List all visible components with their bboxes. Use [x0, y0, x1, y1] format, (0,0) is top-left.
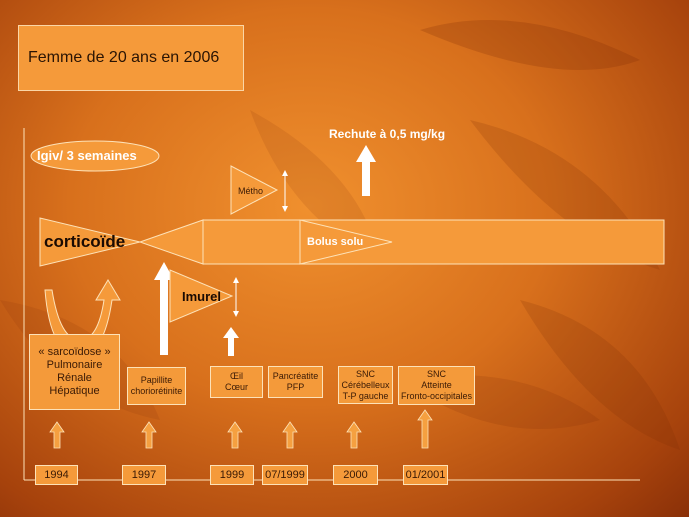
year-2000: 2000 — [333, 465, 378, 485]
event-line: Pulmonaire — [46, 359, 103, 371]
arrow-1997 — [141, 421, 157, 449]
event-line: Pancréatite — [272, 371, 319, 381]
event-line: Fronto-occipitales — [400, 391, 473, 401]
corticoide-start-arrow — [154, 262, 174, 355]
year-1999: 1999 — [210, 465, 254, 485]
event-box-oeil-coeur: Œil Cœur — [210, 366, 263, 398]
event-box-snc-cerebelleux: SNC Cérébelleux T-P gauche — [338, 366, 393, 404]
year-07-1999: 07/1999 — [262, 465, 308, 485]
event-line: choriorétinite — [130, 386, 183, 396]
arrow-2000 — [346, 421, 362, 449]
imurel-triangle — [169, 269, 234, 323]
metho-label: Métho — [238, 186, 264, 196]
igiv-label: Igiv/ 3 semaines — [37, 148, 137, 163]
event-box-pancreatite: Pancréatite PFP — [268, 366, 323, 398]
corticoide-reverse-triangle — [138, 219, 204, 265]
event-line: « sarcoïdose » — [38, 346, 111, 358]
event-line: Rénale — [57, 372, 92, 384]
imurel-label: Imurel — [182, 289, 222, 304]
arrow-1994 — [49, 421, 65, 449]
title-text: Femme de 20 ans en 2006 — [28, 49, 220, 66]
rechute-arrow — [356, 145, 376, 196]
event-line: T-P gauche — [342, 390, 389, 401]
year-arrows — [49, 409, 433, 449]
corticoide-bar — [202, 219, 665, 265]
year-1994: 1994 — [35, 465, 78, 485]
year-01-2001: 01/2001 — [403, 465, 448, 485]
arrow-07-1999 — [282, 421, 298, 449]
metho-triangle — [230, 165, 279, 215]
arrow-1999 — [227, 421, 243, 449]
bolus-triangle — [299, 219, 393, 265]
event-line: Cœur — [225, 382, 248, 392]
event-line: Œil — [230, 371, 243, 381]
igiv-ellipse — [30, 140, 160, 172]
event-box-snc-fronto: SNC Atteinte Fronto-occipitales — [398, 366, 475, 405]
corticoide-label: corticoïde — [44, 232, 126, 251]
event-line: Hépatique — [49, 385, 100, 397]
arrow-01-2001 — [417, 409, 433, 449]
event-box-papillite: Papillite choriorétinite — [127, 367, 186, 405]
imurel-start-arrow — [223, 327, 239, 356]
event-line: Atteinte — [421, 380, 452, 390]
bolus-label: Bolus solu — [307, 236, 364, 248]
rechute-label: Rechute à 0,5 mg/kg — [329, 127, 446, 141]
event-line: PFP — [286, 382, 305, 392]
corticoide-triangle — [39, 217, 141, 267]
year-1997: 1997 — [122, 465, 166, 485]
event-line: SNC — [426, 369, 446, 379]
event-line: Papillite — [140, 375, 173, 385]
event-line: Cérébelleux — [341, 379, 390, 390]
event-line: SNC — [355, 368, 375, 379]
title-box: Femme de 20 ans en 2006 — [18, 25, 244, 91]
event-box-sarcoidose: « sarcoïdose » Pulmonaire Rénale Hépatiq… — [29, 334, 120, 410]
